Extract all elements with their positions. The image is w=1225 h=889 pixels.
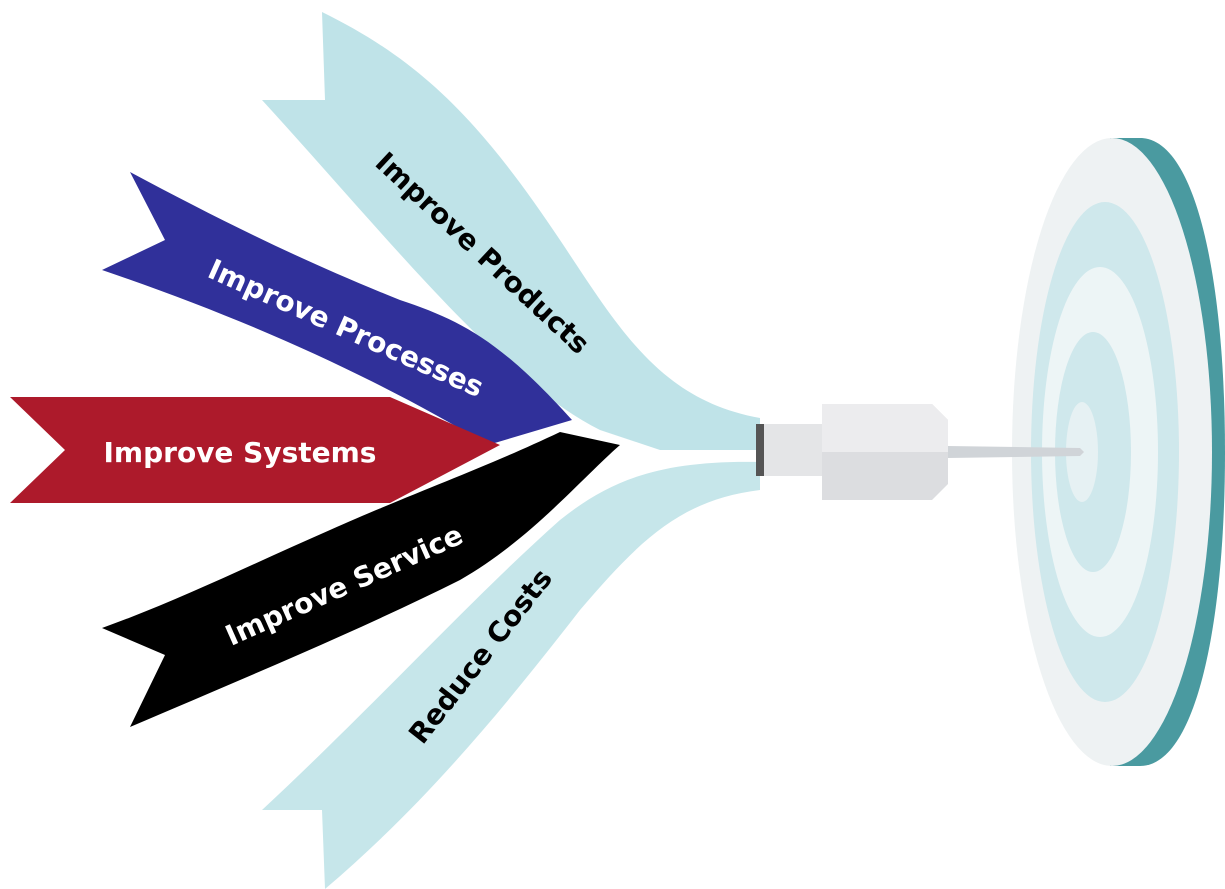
dart-barrel-shade (822, 404, 948, 452)
dart (756, 404, 1084, 500)
flag-service-shape (102, 432, 620, 727)
flag-systems-shape (10, 397, 500, 503)
dart-point (948, 446, 1084, 458)
flag-costs-shape (262, 461, 760, 889)
flag-processes-shape (102, 172, 572, 445)
flag-systems-label: Improve Systems (104, 436, 377, 469)
target (1012, 138, 1225, 766)
dart-collar (756, 424, 764, 476)
flag-systems: Improve Systems (10, 397, 500, 503)
dart-shaft (764, 424, 824, 476)
flag-products-shape (262, 12, 760, 450)
